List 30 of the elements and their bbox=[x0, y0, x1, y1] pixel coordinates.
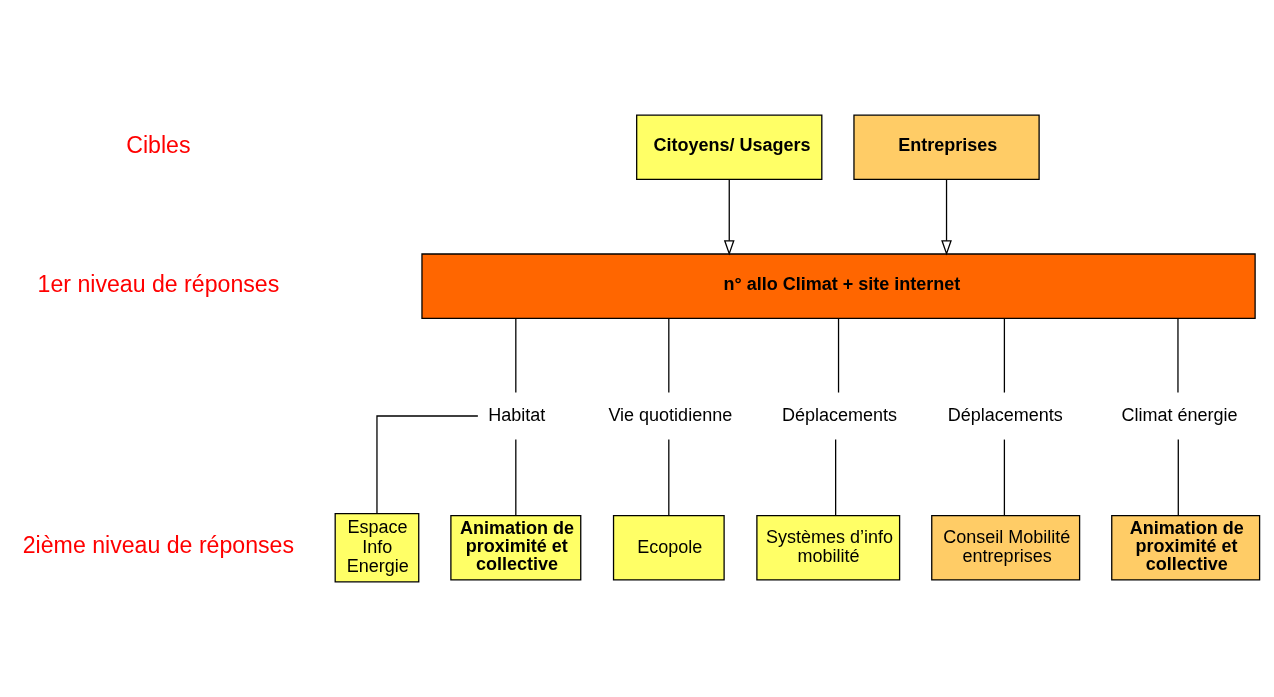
label: 1er niveau de réponses bbox=[37, 270, 280, 297]
node-box: Animation de proximité et collective bbox=[1111, 515, 1261, 581]
connector bbox=[668, 438, 670, 517]
node-box: Espace Info Energie bbox=[334, 513, 420, 583]
arrow bbox=[941, 178, 952, 256]
node-text: Habitat bbox=[488, 404, 546, 425]
node-box: Entreprises bbox=[853, 114, 1040, 181]
node-box: Citoyens/ Usagers bbox=[636, 114, 823, 181]
label: Cibles bbox=[126, 131, 191, 158]
connector bbox=[376, 415, 479, 515]
node-box: Animation de proximité et collective bbox=[450, 515, 582, 581]
node-text: Climat énergie bbox=[1121, 404, 1238, 425]
connector bbox=[835, 438, 837, 517]
node-box: Conseil Mobilité entreprises bbox=[931, 515, 1081, 581]
node-box: Systèmes d’info mobilité bbox=[756, 515, 901, 581]
node-text: Déplacements bbox=[947, 404, 1063, 425]
arrow bbox=[723, 178, 735, 256]
node-text: Vie quotidienne bbox=[608, 404, 733, 425]
node-text: Déplacements bbox=[781, 404, 898, 425]
connector bbox=[1177, 317, 1179, 394]
connector bbox=[1177, 438, 1179, 517]
connector bbox=[1003, 317, 1006, 394]
node-box: n° allo Climat + site internet bbox=[421, 253, 1256, 319]
connector bbox=[515, 438, 517, 517]
connector bbox=[837, 317, 840, 394]
connector bbox=[1003, 438, 1006, 517]
connector bbox=[515, 317, 517, 394]
node-box: Ecopole bbox=[612, 515, 725, 581]
label: 2ième niveau de réponses bbox=[22, 532, 295, 559]
connector bbox=[668, 317, 670, 394]
